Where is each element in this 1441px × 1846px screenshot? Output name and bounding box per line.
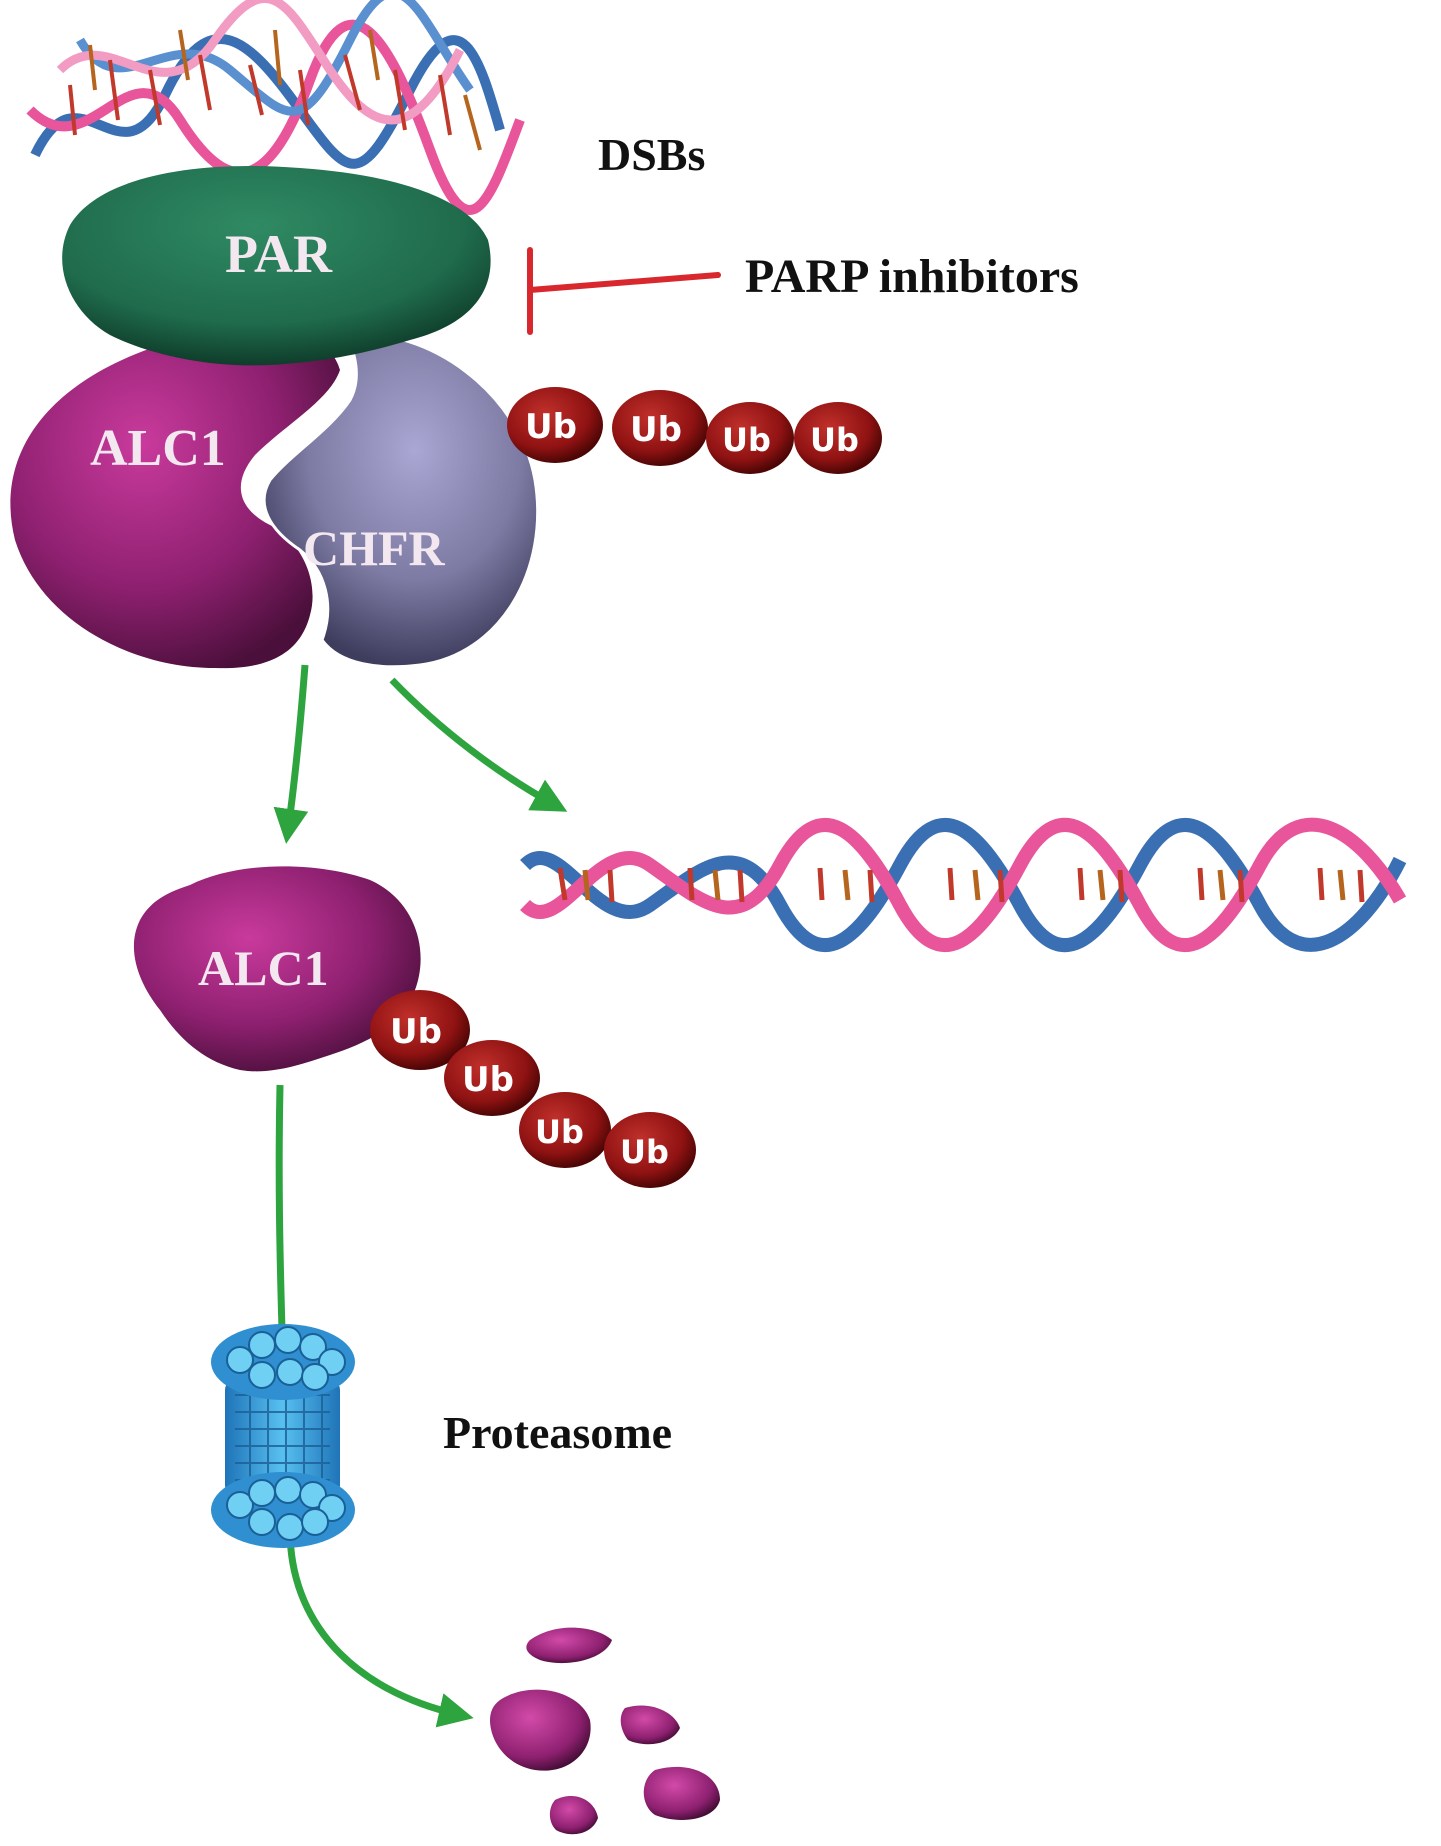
svg-text:Ub: Ub xyxy=(630,410,682,450)
svg-text:Ub: Ub xyxy=(620,1133,669,1171)
parp-inhibitors-label: PARP inhibitors xyxy=(745,250,1079,303)
arrow-to-dna-repair xyxy=(389,677,568,812)
ubiquitin-icon: Ub xyxy=(507,387,603,463)
alc1-free-label: ALC1 xyxy=(198,940,329,996)
arrow-to-proteasome xyxy=(275,1084,286,1331)
chfr-label: CHFR xyxy=(303,520,446,576)
arrow-to-fragments xyxy=(286,1529,474,1728)
ubiquitin-icon: Ub xyxy=(794,402,882,474)
ubiquitin-chain-bottom: Ub Ub Ub Ub xyxy=(370,990,696,1188)
ubiquitin-icon: Ub xyxy=(612,390,708,466)
ubiquitin-icon: Ub xyxy=(444,1040,540,1116)
fragment-icon xyxy=(490,1689,591,1771)
alc1-protein-complex xyxy=(10,322,340,669)
chfr-protein xyxy=(262,332,540,669)
ubiquitin-icon: Ub xyxy=(604,1112,696,1188)
fragment-icon xyxy=(526,1627,612,1664)
fragment-icon xyxy=(549,1796,598,1835)
ubiquitin-chain-top: Ub Ub Ub Ub xyxy=(507,387,882,474)
par-label: PAR xyxy=(225,224,333,284)
par-chain xyxy=(62,165,491,366)
proteasome-icon xyxy=(211,1324,355,1548)
protein-fragments xyxy=(490,1627,720,1835)
svg-text:Ub: Ub xyxy=(525,407,577,447)
fragment-icon xyxy=(643,1766,720,1820)
svg-text:Ub: Ub xyxy=(722,421,771,459)
svg-text:Ub: Ub xyxy=(390,1012,442,1052)
arrow-to-alc1 xyxy=(273,664,309,844)
dna-helix-icon xyxy=(520,817,1407,953)
inhibition-bar xyxy=(527,247,721,335)
fragment-icon xyxy=(620,1705,680,1745)
alc1-protein-free xyxy=(133,866,421,1072)
dsbs-label: DSBs xyxy=(598,129,705,180)
svg-text:Ub: Ub xyxy=(462,1060,514,1100)
svg-text:Ub: Ub xyxy=(535,1113,584,1151)
proteasome-label: Proteasome xyxy=(443,1407,672,1458)
ubiquitin-icon: Ub xyxy=(706,402,794,474)
alc1-complex-label: ALC1 xyxy=(90,420,226,477)
ubiquitin-icon: Ub xyxy=(370,990,470,1070)
svg-text:Ub: Ub xyxy=(810,421,859,459)
damaged-dna-icon xyxy=(26,0,525,215)
ubiquitin-icon: Ub xyxy=(519,1092,611,1168)
